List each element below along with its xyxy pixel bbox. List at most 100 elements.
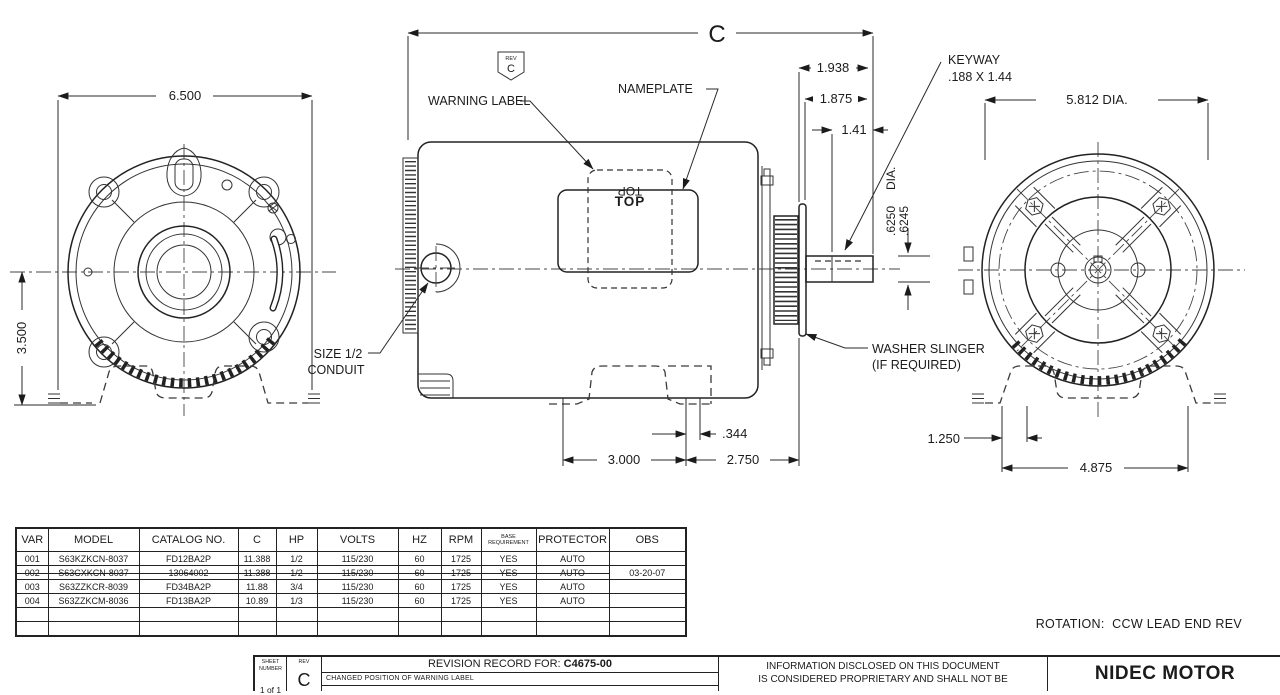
spec-table-cell: 1725 <box>440 551 482 566</box>
spec-table-cell: YES <box>480 593 537 608</box>
spec-table-cell: AUTO <box>535 551 610 566</box>
washer-slinger-label: WASHER SLINGER <box>872 342 985 356</box>
revision-record-title: REVISION RECORD FOR: C4675-00 <box>322 657 718 673</box>
spec-table-cell <box>47 607 140 622</box>
spec-table-cell: FD34BA2P <box>138 579 239 594</box>
conduit-label-line1: SIZE 1/2 <box>314 347 363 361</box>
spec-table-cell: 115/230 <box>316 565 399 580</box>
spec-table-cell <box>316 621 399 637</box>
shaft <box>805 255 874 283</box>
conduit-label-line2: CONDUIT <box>308 363 365 377</box>
spec-table-row <box>15 607 687 622</box>
spec-table-cell: 11.88 <box>237 579 277 594</box>
revision-record-prefix: REVISION RECORD FOR: <box>427 658 564 670</box>
dim-4875: 4.875 <box>1080 460 1113 475</box>
dim-1250: 1.250 <box>927 431 960 446</box>
spec-col-header: C <box>237 527 277 552</box>
spec-col-header: RPM <box>440 527 482 552</box>
spec-table-cell: 60 <box>397 593 442 608</box>
spec-table-cell: 115/230 <box>316 551 399 566</box>
washer-slinger-note: (IF REQUIRED) <box>872 358 961 372</box>
spec-table-cell <box>608 621 687 637</box>
spec-table-cell: AUTO <box>535 565 610 580</box>
shaft-dia-lower: .6245 <box>897 206 911 236</box>
sheet-number-label-1: SHEET <box>261 659 280 665</box>
spec-table-cell: 115/230 <box>316 579 399 594</box>
spec-table-cell <box>535 621 610 637</box>
lead-end-view <box>10 144 336 416</box>
lead-end-dimensions: 6.500 3.500 <box>14 88 313 406</box>
spec-table-cell <box>608 551 687 566</box>
spec-table-cell: 001 <box>15 551 49 566</box>
side-view: TOP TOP <box>395 141 900 405</box>
sheet-number-value: 1 of 1 <box>259 685 282 695</box>
drawing-sheet: 6.500 3.500 TOP TOP <box>10 18 1280 695</box>
spec-table-cell: AUTO <box>535 579 610 594</box>
spec-table-cell: 002 <box>15 565 49 580</box>
proprietary-line-2: IS CONSIDERED PROPRIETARY AND SHALL NOT … <box>758 674 1008 685</box>
spec-table-cell: 60 <box>397 551 442 566</box>
spec-table-cell <box>397 621 442 637</box>
rev-badge-label: REV <box>505 56 517 62</box>
nameplate-label-text: NAMEPLATE <box>618 82 693 96</box>
spec-table-cell <box>47 621 140 637</box>
spec-table-cell: YES <box>480 579 537 594</box>
title-block: SHEET NUMBER 1 of 1 REV C REVISION RECOR… <box>253 655 1280 695</box>
warning-label-text: WARNING LABEL <box>428 94 530 108</box>
spec-table-cell <box>535 607 610 622</box>
shaft-end-view <box>958 142 1245 420</box>
spec-table-cell: 1725 <box>440 593 482 608</box>
spec-col-header: MODEL <box>47 527 140 552</box>
spec-table-row <box>15 621 687 637</box>
spec-table-cell: S63ZZKCM-8036 <box>47 593 140 608</box>
spec-col-header: VAR <box>15 527 49 552</box>
sheet-number-cell: SHEET NUMBER 1 of 1 <box>255 657 287 695</box>
dim-141: 1.41 <box>841 122 866 137</box>
spec-table-cell: 1/2 <box>275 551 318 566</box>
revision-record-number: C4675-00 <box>563 658 612 670</box>
spec-col-header: VOLTS <box>316 527 399 552</box>
rotation-note: ROTATION: CCW LEAD END REV <box>1035 617 1242 631</box>
spec-table-cell: 1725 <box>440 565 482 580</box>
dim-344: .344 <box>722 426 747 441</box>
dim-3500: 3.500 <box>14 322 29 355</box>
spec-table-cell: S63ZZKCR-8039 <box>47 579 140 594</box>
company-name: NIDEC MOTOR <box>1094 663 1236 684</box>
shaft-dia-upper: .6250 <box>884 206 898 236</box>
spec-table-cell <box>316 607 399 622</box>
spec-table-cell <box>608 579 687 594</box>
spec-table-cell: 11.388 <box>237 551 277 566</box>
top-marking-mirrored: TOP <box>618 184 642 198</box>
spec-table-cell: 03-20-07 <box>608 565 687 580</box>
spec-table-cell: 003 <box>15 579 49 594</box>
rev-badge: REV C <box>497 51 525 81</box>
nameplate-outline <box>557 189 699 273</box>
spec-table-cell: 60 <box>397 565 442 580</box>
spec-col-header: HP <box>275 527 318 552</box>
dim-2750: 2.750 <box>727 452 760 467</box>
revision-record-entry: CHANGED POSITION OF WARNING LABEL <box>322 673 718 686</box>
spec-table-cell: 13064002 <box>138 565 239 580</box>
washer-slinger-part <box>798 203 807 337</box>
engineering-drawing: 6.500 3.500 TOP TOP <box>10 18 1245 475</box>
proprietary-line-1: INFORMATION DISCLOSED ON THIS DOCUMENT <box>766 661 1000 672</box>
sheet-number-label-2: NUMBER <box>259 665 282 672</box>
keyway-size: .188 X 1.44 <box>948 70 1012 84</box>
spec-table-cell: 60 <box>397 579 442 594</box>
dim-1875: 1.875 <box>820 91 853 106</box>
spec-table-cell <box>440 607 482 622</box>
bolt-hole <box>88 176 280 368</box>
proprietary-notice: INFORMATION DISCLOSED ON THIS DOCUMENT I… <box>719 657 1048 691</box>
spec-table-cell <box>237 621 277 637</box>
rev-label: REV <box>298 659 310 665</box>
side-view-dimensions: C 1.938 1.875 1.41 KEYWAY .188 X 1.44 .6… <box>308 18 1012 467</box>
spec-table-cell: 10.89 <box>237 593 277 608</box>
spec-table-cell: YES <box>480 551 537 566</box>
spec-table-cell: 1725 <box>440 579 482 594</box>
spec-table-cell: FD13BA2P <box>138 593 239 608</box>
